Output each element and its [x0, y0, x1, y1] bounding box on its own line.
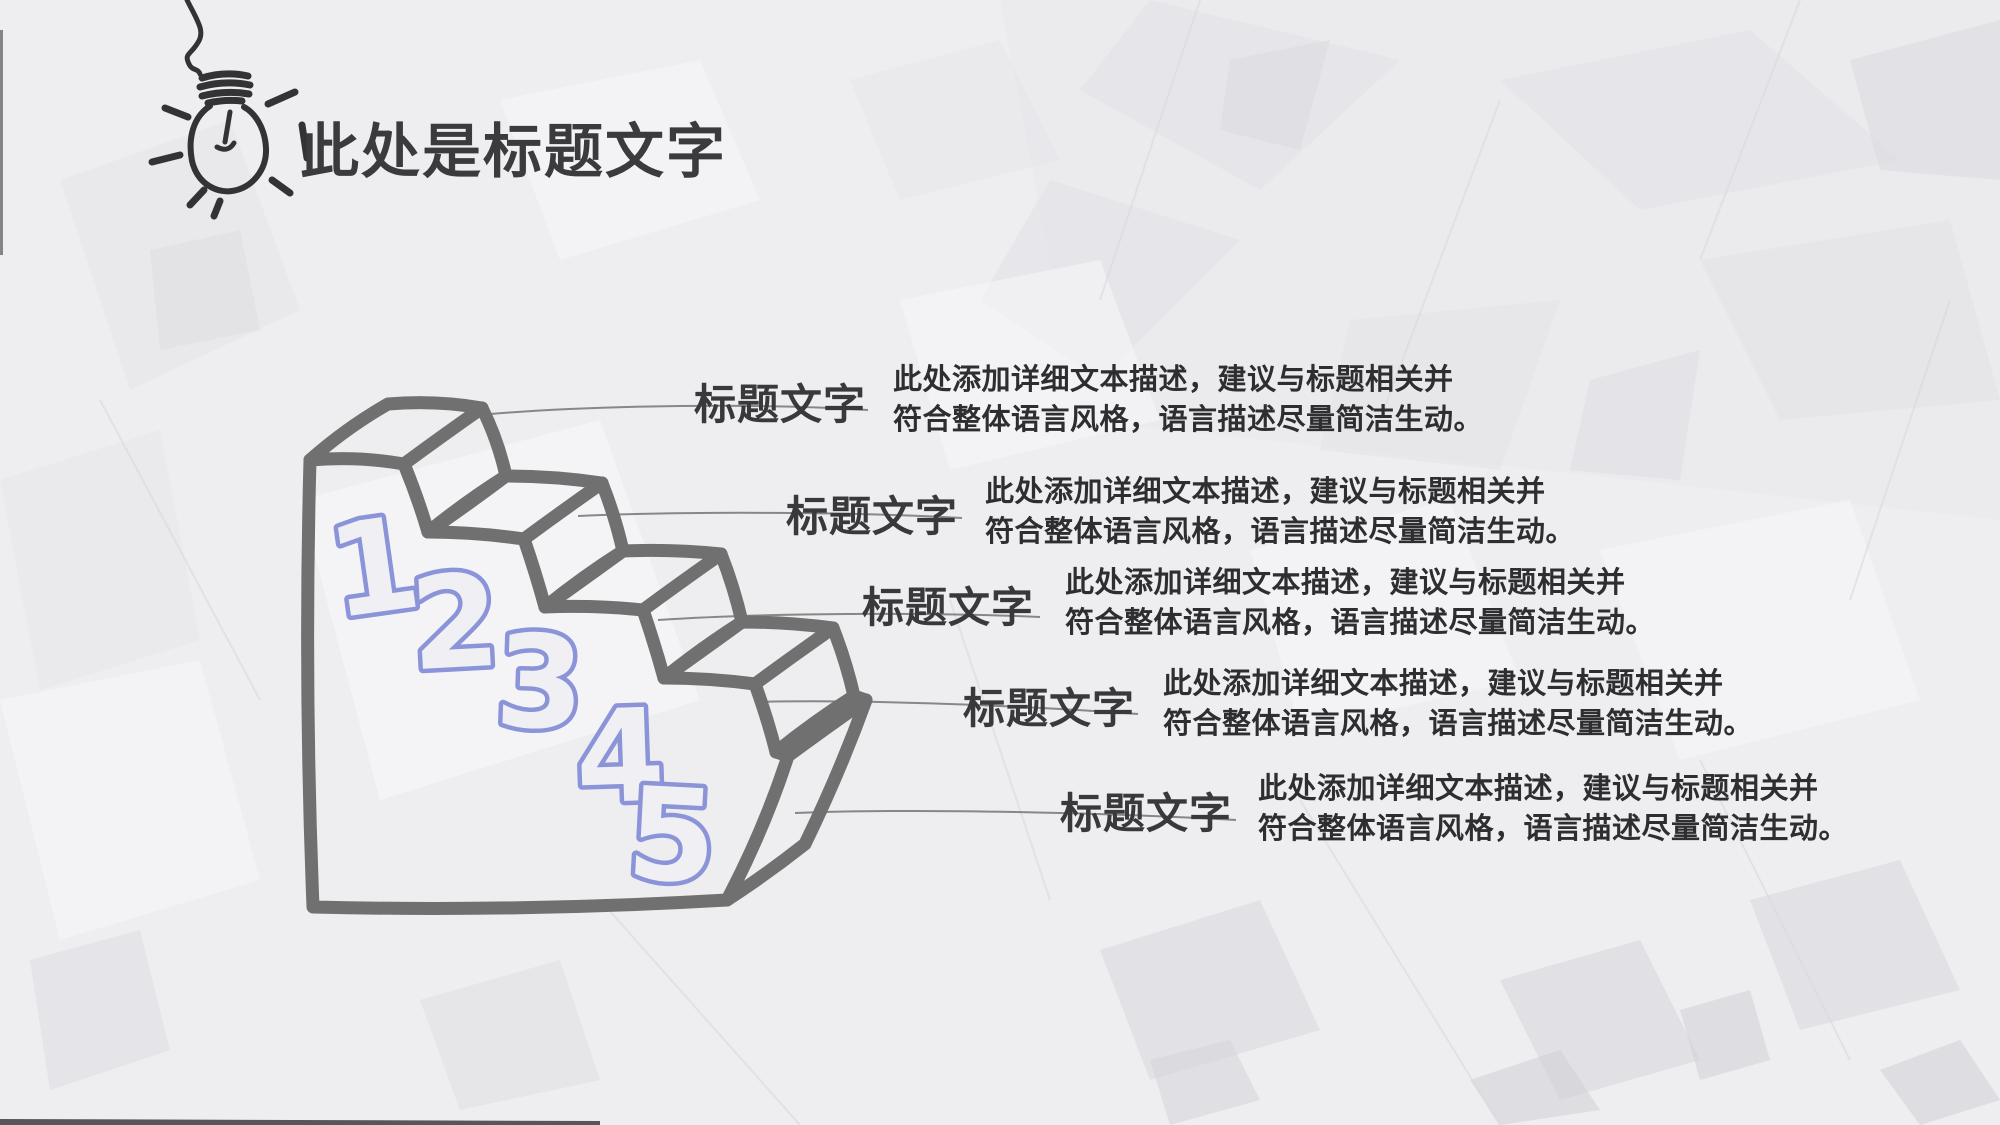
step-number-2: 2 [407, 547, 504, 700]
bulb-filament [214, 109, 237, 152]
step-number-4: 4 [573, 681, 667, 833]
step-desc-3: 此处添加详细文本描述，建议与标题相关并 符合整体语言风格，语言描述尽量简洁生动。 [1065, 563, 1655, 643]
paper-bottom-edge [0, 1119, 600, 1125]
step-desc-4: 此处添加详细文本描述，建议与标题相关并 符合整体语言风格，语言描述尽量简洁生动。 [1163, 664, 1753, 744]
step-desc-3-line1: 此处添加详细文本描述，建议与标题相关并 [1065, 567, 1626, 599]
step-desc-1: 此处添加详细文本描述，建议与标题相关并 符合整体语言风格，语言描述尽量简洁生动。 [893, 360, 1483, 440]
step-number-5: 5 [624, 760, 721, 913]
step-desc-1-line2: 符合整体语言风格，语言描述尽量简洁生动。 [893, 404, 1484, 436]
step-label-5: 标题文字 [1060, 790, 1233, 837]
step-desc-4-line1: 此处添加详细文本描述，建议与标题相关并 [1163, 668, 1724, 700]
leader-line-3 [657, 612, 1041, 621]
leader-line-5 [794, 809, 1237, 821]
step-label-1: 标题文字 [694, 381, 867, 428]
bulb-glass [187, 103, 270, 195]
leader-line-1 [489, 404, 869, 415]
step-label-2: 标题文字 [786, 493, 959, 540]
lightbulb-icon [148, 0, 311, 220]
step-desc-5-line2: 符合整体语言风格，语言描述尽量简洁生动。 [1258, 813, 1849, 845]
step-desc-2: 此处添加详细文本描述，建议与标题相关并 符合整体语言风格，语言描述尽量简洁生动。 [985, 472, 1575, 552]
step-desc-2-line2: 符合整体语言风格，语言描述尽量简洁生动。 [985, 516, 1576, 548]
leader-line-2 [577, 511, 963, 519]
step-desc-4-line2: 符合整体语言风格，语言描述尽量简洁生动。 [1163, 708, 1754, 740]
step-desc-3-line2: 符合整体语言风格，语言描述尽量简洁生动。 [1065, 607, 1656, 639]
staircase-graphic: 1 2 3 4 5 [301, 396, 873, 918]
stair-front-wall [301, 452, 795, 915]
step-desc-5: 此处添加详细文本描述，建议与标题相关并 符合整体语言风格，语言描述尽量简洁生动。 [1258, 769, 1848, 849]
step-desc-1-line1: 此处添加详细文本描述，建议与标题相关并 [893, 364, 1454, 396]
bulb-rays [148, 88, 311, 220]
step-desc-5-line1: 此处添加详细文本描述，建议与标题相关并 [1258, 773, 1819, 805]
step-label-4: 标题文字 [963, 685, 1136, 732]
bulb-cord [184, 0, 204, 77]
leader-line-4 [754, 700, 1139, 715]
step-desc-2-line1: 此处添加详细文本描述，建议与标题相关并 [985, 476, 1546, 508]
bulb-screw-base [196, 70, 254, 107]
paper-edge-mark [0, 30, 3, 255]
step-number-3: 3 [493, 607, 587, 759]
step-label-3: 标题文字 [862, 584, 1035, 631]
page-title: 此处是标题文字 [300, 119, 728, 185]
stair-numbers: 1 2 3 4 5 [315, 484, 725, 918]
